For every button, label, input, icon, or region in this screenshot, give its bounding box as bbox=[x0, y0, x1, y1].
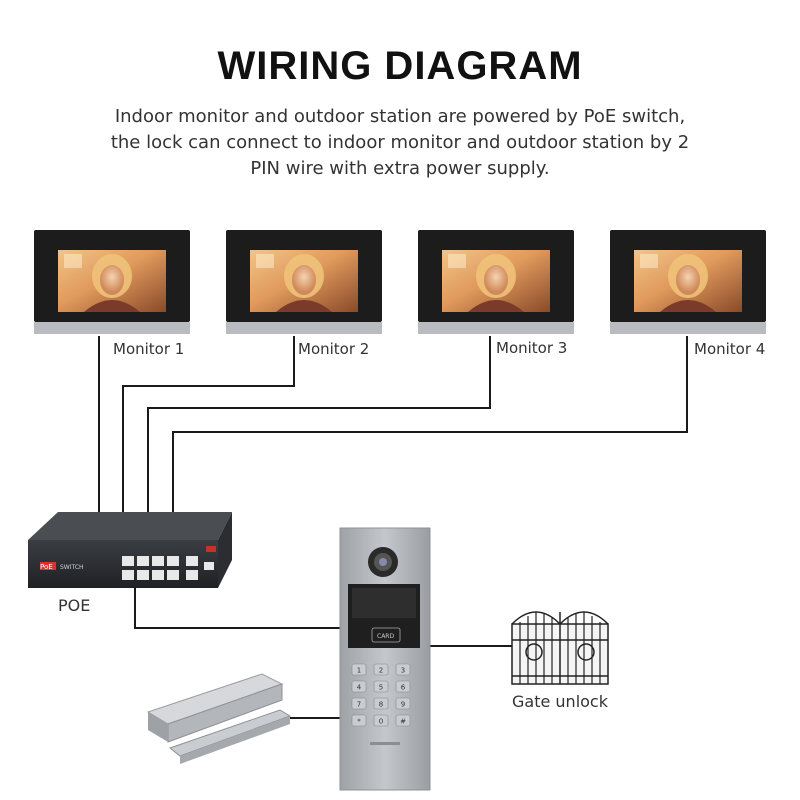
keypad-key-label: 1 bbox=[357, 667, 361, 675]
monitor-2-label: Monitor 2 bbox=[298, 340, 370, 358]
monitor-4 bbox=[610, 230, 766, 334]
poe-label: POE bbox=[58, 596, 91, 615]
keypad-key bbox=[351, 663, 367, 676]
keypad-key-label: # bbox=[400, 718, 406, 726]
keypad-key bbox=[395, 680, 411, 693]
gate-unlock-label: Gate unlock bbox=[512, 692, 608, 711]
keypad-key-label: 7 bbox=[357, 701, 361, 709]
monitor-3 bbox=[418, 230, 574, 334]
poe-brand: PoE bbox=[40, 563, 53, 571]
poe-model: SWITCH bbox=[60, 564, 84, 571]
keypad-key-label: 0 bbox=[379, 718, 383, 726]
keypad-key-label: 2 bbox=[379, 667, 383, 675]
diagram-title: WIRING DIAGRAM bbox=[217, 44, 583, 88]
keypad-key bbox=[351, 680, 367, 693]
card-reader-label: CARD bbox=[377, 633, 394, 640]
keypad-key-label: 5 bbox=[379, 684, 383, 692]
keypad-key bbox=[351, 714, 367, 727]
gate-icon bbox=[511, 611, 609, 685]
monitor-4-label: Monitor 4 bbox=[694, 340, 766, 358]
keypad-key bbox=[395, 697, 411, 710]
monitor-1-label: Monitor 1 bbox=[113, 340, 185, 358]
keypad-key bbox=[373, 680, 389, 693]
keypad-key-label: 4 bbox=[357, 684, 362, 692]
keypad-key-label: 9 bbox=[401, 701, 405, 709]
diagram-subtitle: Indoor monitor and outdoor station are p… bbox=[110, 106, 690, 179]
monitor-3-label: Monitor 3 bbox=[496, 339, 568, 357]
keypad-key bbox=[351, 697, 367, 710]
keypad-key bbox=[373, 663, 389, 676]
keypad-key bbox=[395, 714, 411, 727]
keypad-key-label: 8 bbox=[379, 701, 383, 709]
wire-monitor-4 bbox=[172, 336, 688, 512]
poe-switch-icon: PoE SWITCH bbox=[28, 512, 232, 588]
monitor-2 bbox=[226, 230, 382, 334]
wire-monitor-3 bbox=[147, 336, 491, 512]
wire-monitor-2 bbox=[122, 336, 295, 512]
wire-switch-to-station bbox=[134, 588, 340, 629]
monitor-1 bbox=[34, 230, 190, 334]
magnetic-lock-icon bbox=[146, 673, 292, 764]
keypad-key-label: * bbox=[357, 718, 361, 726]
outdoor-station-icon: CARD 1 2 3 4 5 6 7 8 9 * 0 # bbox=[339, 527, 431, 791]
keypad-key-label: 3 bbox=[401, 667, 405, 675]
keypad-key bbox=[373, 714, 389, 727]
keypad-key-label: 6 bbox=[401, 684, 406, 692]
keypad-key bbox=[373, 697, 389, 710]
keypad-key bbox=[395, 663, 411, 676]
wires bbox=[98, 336, 688, 719]
